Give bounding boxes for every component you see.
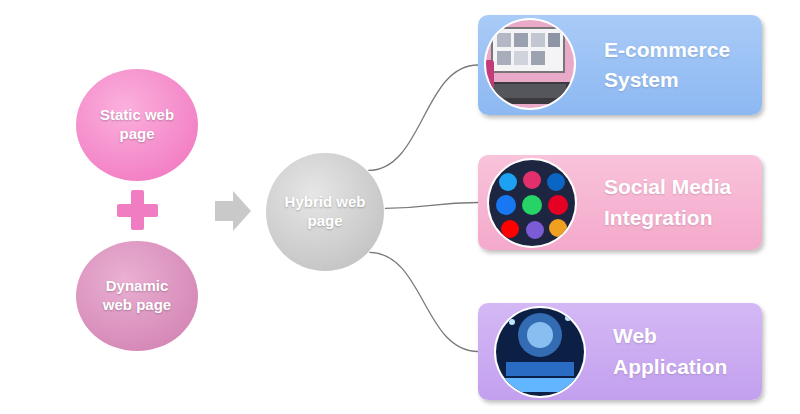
box-label: Web Application (613, 321, 762, 382)
circle-fill (76, 69, 198, 181)
ecommerce-box: E-commerce System (478, 15, 762, 115)
box-label: E-commerce System (604, 35, 754, 96)
box-label: Social Media Integration (604, 172, 760, 233)
circle-label: Static web page (91, 106, 183, 144)
plus-sign (117, 190, 158, 230)
web-application-box: Web Application (478, 303, 762, 400)
dynamic-page-circle: Dynamic web page (75, 240, 199, 352)
circle-fill (266, 153, 384, 271)
block-arrow (215, 191, 251, 231)
circle-label: Hybrid web page (283, 193, 367, 231)
curved-connector (368, 65, 478, 170)
social-media-box: Social Media Integration (478, 155, 762, 250)
circle-label: Dynamic web page (91, 277, 183, 315)
circle-fill (76, 241, 198, 351)
curved-connector (369, 252, 478, 351)
hybrid-page-circle: Hybrid web page (265, 152, 385, 272)
curved-connector (385, 203, 478, 209)
static-page-circle: Static web page (75, 68, 199, 182)
